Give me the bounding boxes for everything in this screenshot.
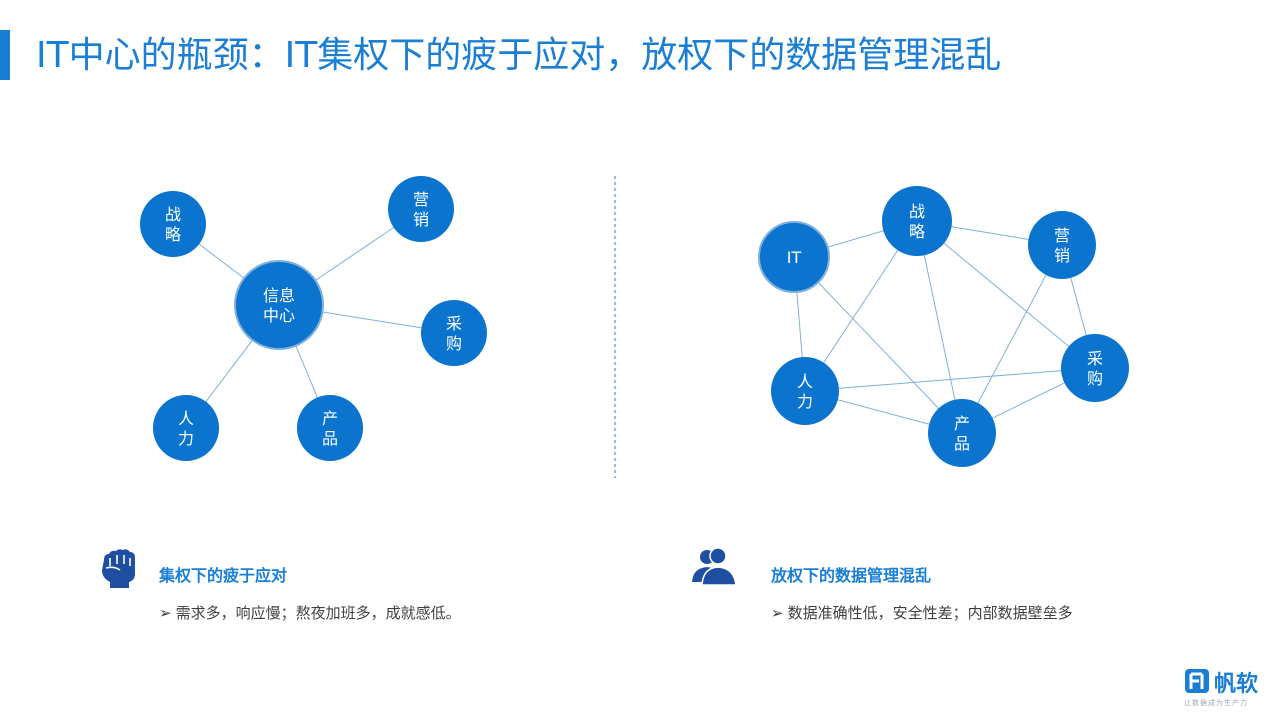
right-node-it: IT <box>758 221 830 293</box>
right-node-chanpin-label: 产 <box>954 414 970 433</box>
brand-name: 帆软 <box>1214 672 1259 697</box>
left-caption-bullet: ➢需求多，响应慢；熬夜加班多，成就感低。 <box>159 602 461 623</box>
fist-icon <box>98 546 140 590</box>
right-node-zhanlue-label: 战 <box>909 202 925 221</box>
left-node-chanpin-label: 品 <box>322 429 338 448</box>
right-node-zhanlue-label: 略 <box>909 222 925 241</box>
left-node-zhanlue: 战略 <box>140 191 206 257</box>
right-node-caigou: 采购 <box>1061 334 1129 402</box>
users-icon <box>690 546 738 586</box>
right-edge-zhanlue-chanpin <box>916 220 963 434</box>
right-node-renli-label: 人 <box>797 372 813 391</box>
title-accent-bar <box>0 30 10 80</box>
right-node-it-label: IT <box>787 248 802 267</box>
right-caption-bullet: ➢数据准确性低，安全性差；内部数据壁垒多 <box>771 602 1073 623</box>
brand-mark-icon <box>1185 669 1209 693</box>
left-node-renli: 人力 <box>153 395 219 461</box>
left-node-hub-label: 信息 <box>263 286 295 305</box>
page-title: IT中心的瓶颈：IT集权下的疲于应对，放权下的数据管理混乱 <box>36 35 1002 76</box>
right-node-chanpin-label: 品 <box>954 434 970 453</box>
right-node-renli-label: 力 <box>797 392 813 411</box>
left-node-chanpin-label: 产 <box>322 409 338 428</box>
left-node-yingxiao-label: 销 <box>413 210 429 229</box>
right-node-yingxiao-label: 营 <box>1054 226 1070 245</box>
left-node-zhanlue-label: 略 <box>165 225 181 244</box>
left-node-caigou-label: 购 <box>446 334 462 353</box>
right-caption-heading: 放权下的数据管理混乱 <box>771 566 932 585</box>
right-node-yingxiao-label: 销 <box>1054 246 1070 265</box>
left-node-chanpin: 产品 <box>297 395 363 461</box>
right-edge-yingxiao-chanpin <box>961 244 1063 434</box>
brand-tagline: 让数据成为生产力 <box>1184 699 1248 707</box>
right-node-renli: 人力 <box>771 357 839 425</box>
left-node-caigou: 采购 <box>421 300 487 366</box>
right-node-caigou-label: 采 <box>1087 349 1103 368</box>
left-node-caigou-label: 采 <box>446 314 462 333</box>
brand-logo: 帆软 让数据成为生产力 <box>1184 668 1264 707</box>
right-node-chanpin: 产品 <box>928 399 996 467</box>
right-node-zhanlue: 战略 <box>882 186 952 256</box>
right-bullet-text: 数据准确性低，安全性差；内部数据壁垒多 <box>787 604 1073 622</box>
right-edge-renli-caigou <box>804 367 1096 392</box>
right-node-yingxiao: 营销 <box>1028 211 1096 279</box>
left-node-hub-label: 中心 <box>263 306 295 325</box>
left-node-renli-label: 力 <box>178 429 194 448</box>
left-node-yingxiao-label: 营 <box>413 190 429 209</box>
bullet-arrow-icon: ➢ <box>771 604 784 622</box>
right-edge-zhanlue-caigou <box>916 220 1096 369</box>
right-node-caigou-label: 购 <box>1087 369 1103 388</box>
left-bullet-text: 需求多，响应慢；熬夜加班多，成就感低。 <box>175 604 461 622</box>
right-edge-it-chanpin <box>793 256 963 434</box>
left-caption-heading: 集权下的疲于应对 <box>159 566 288 585</box>
left-node-renli-label: 人 <box>178 409 194 428</box>
bullet-arrow-icon: ➢ <box>159 604 172 622</box>
left-node-zhanlue-label: 战 <box>165 205 181 224</box>
left-node-yingxiao: 营销 <box>388 176 454 242</box>
